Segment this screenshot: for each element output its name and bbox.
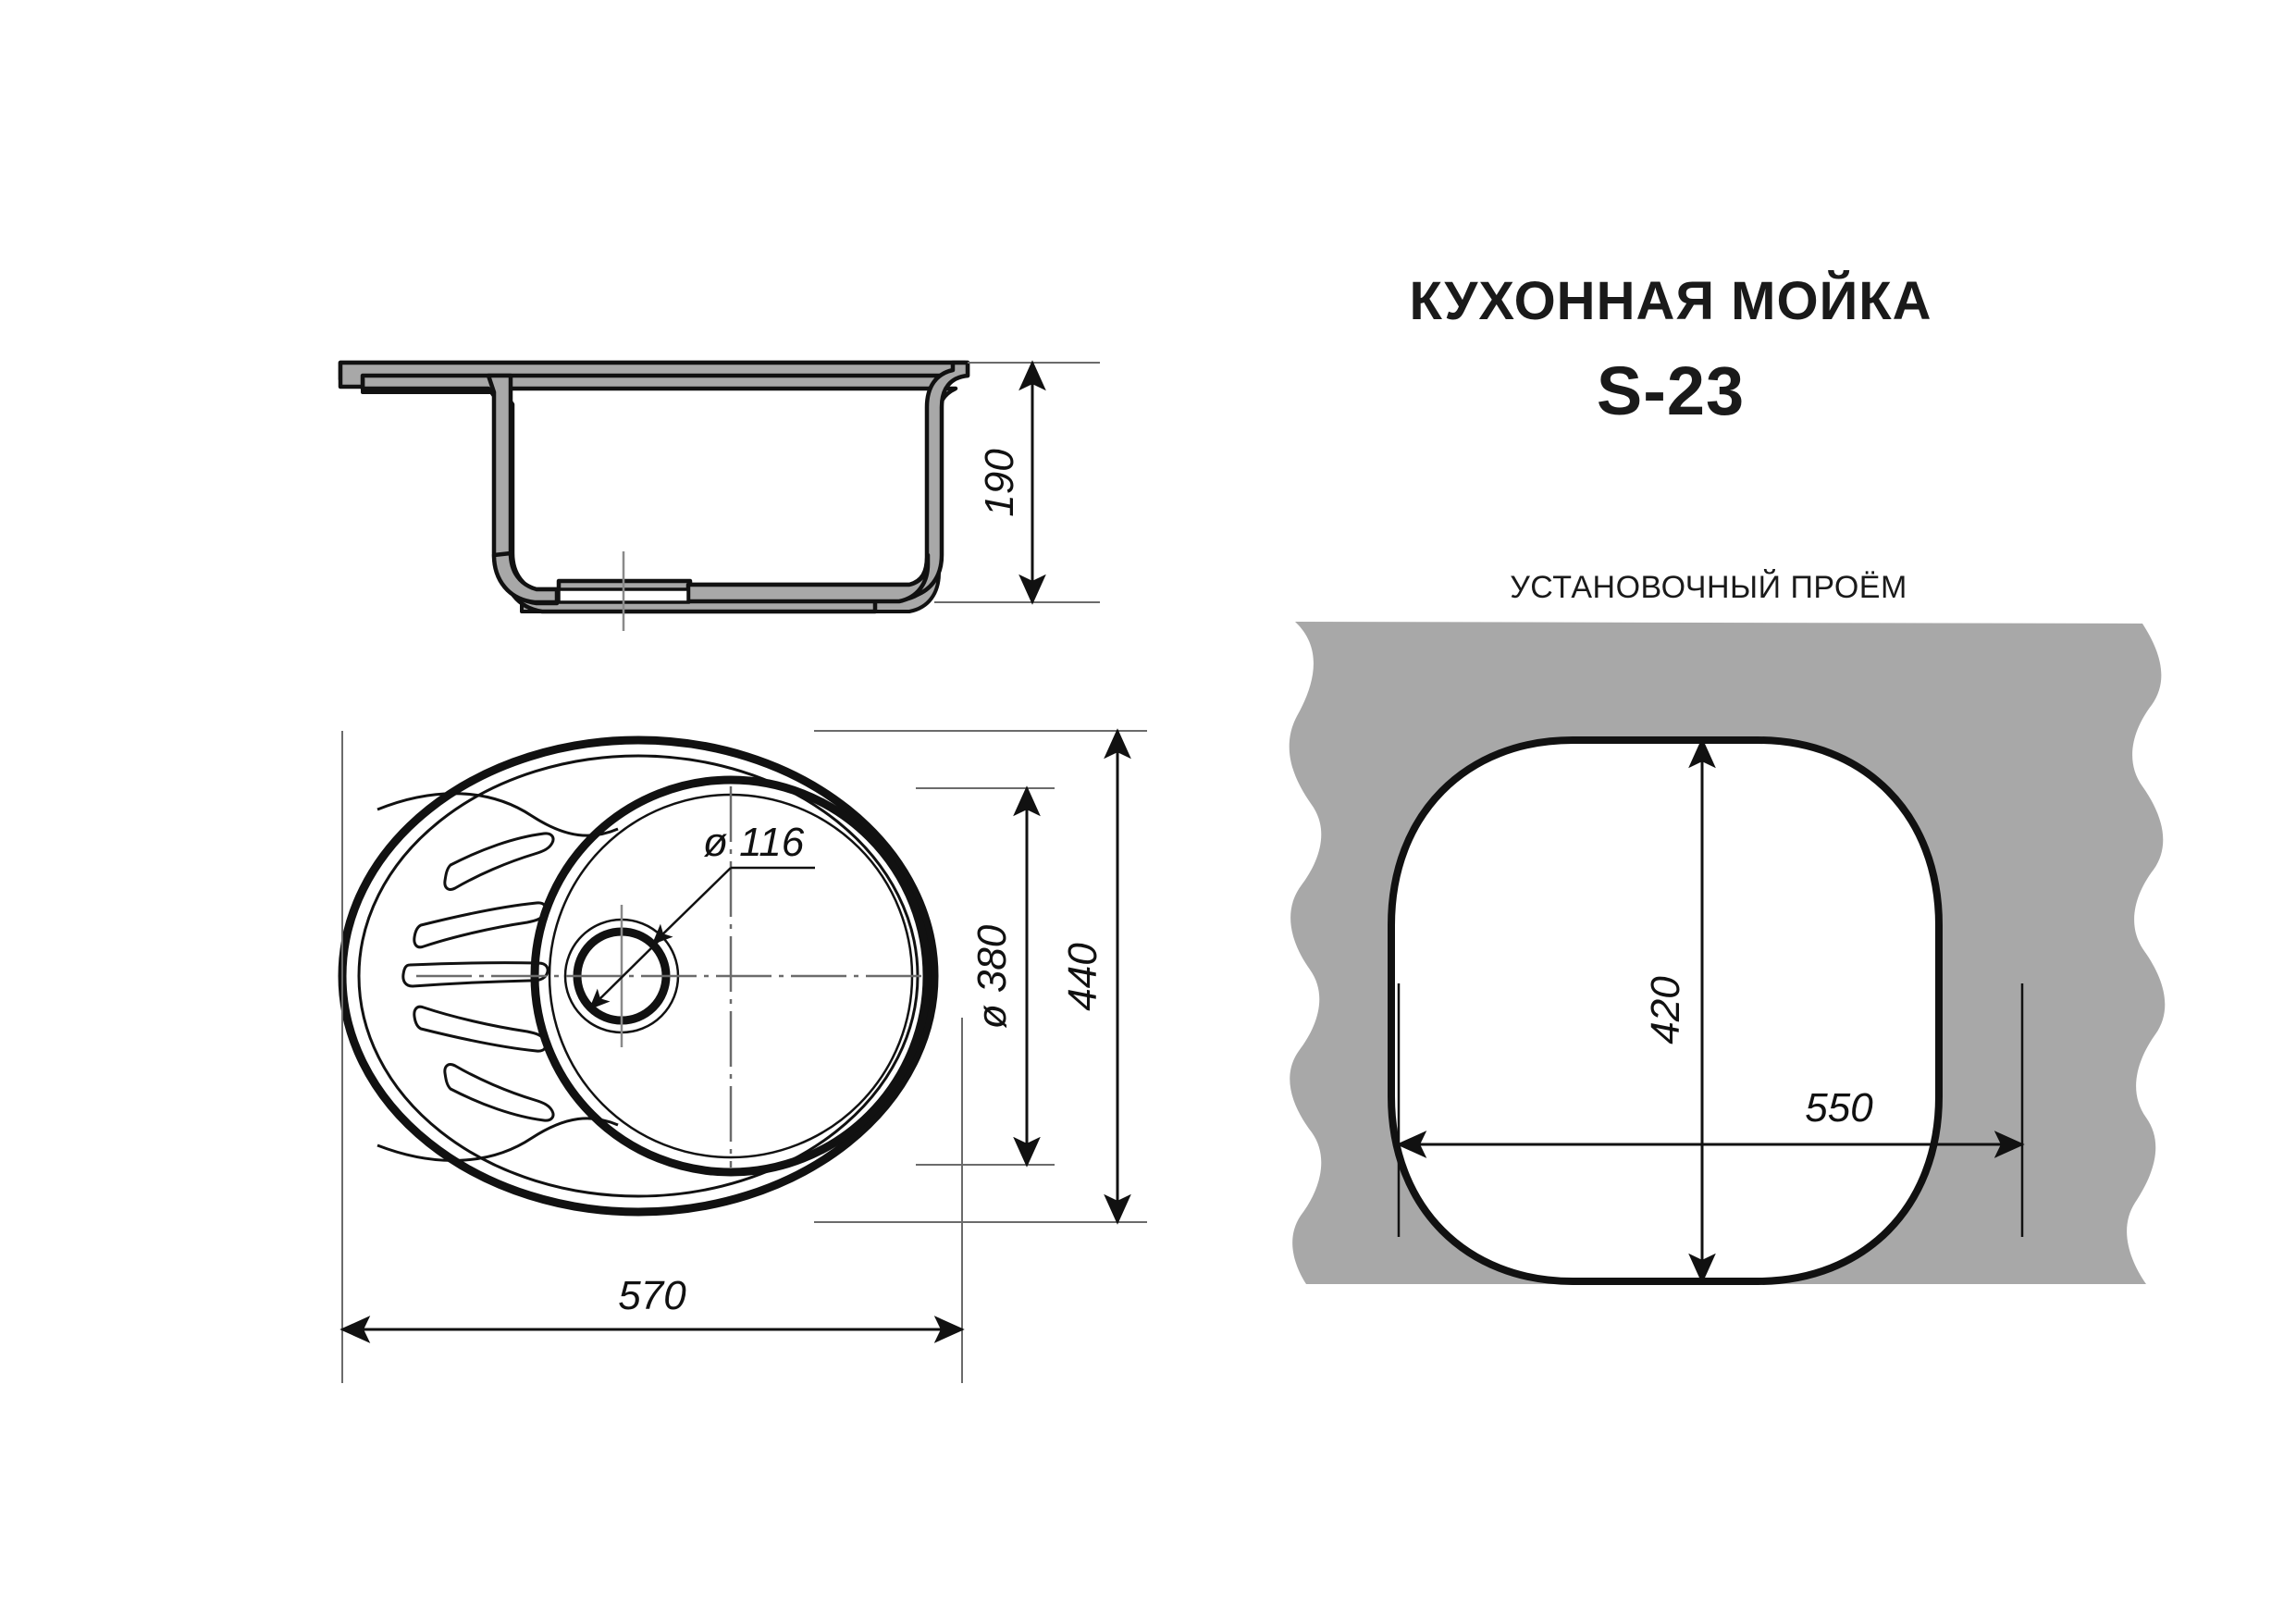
section-inner-cavity [499, 386, 958, 596]
drain-groove-1 [443, 832, 555, 891]
dim-label-570: 570 [618, 1273, 686, 1318]
leader-line-116 [651, 867, 732, 945]
page-title: КУХОННАЯ МОЙКА [1409, 271, 1932, 331]
section-bottom [491, 550, 560, 605]
dim-label-380: ø 380 [969, 924, 1015, 1029]
leader-line-116-b [588, 938, 661, 1010]
drain-groove-3 [401, 961, 549, 988]
top-view: ø 116 ø 380 440 570 [338, 728, 1147, 1383]
section-base-right [685, 552, 931, 604]
drain-grooves [401, 832, 555, 1122]
drain-groove-4 [413, 1005, 548, 1053]
drain-groove-2 [413, 901, 548, 949]
cutout-view: 420 550 [1289, 622, 2166, 1285]
section-view: 190 [338, 360, 1100, 631]
model-title: S-23 [1597, 352, 1745, 429]
drain-groove-5 [443, 1063, 555, 1122]
dim-label-420: 420 [1643, 976, 1688, 1044]
cutout-caption: УСТАНОВОЧНЫЙ ПРОЁМ [1510, 570, 1907, 605]
drain-board-curve-bottom [376, 1117, 619, 1162]
dim-label-440: 440 [1060, 943, 1105, 1011]
dim-label-116: ø 116 [703, 820, 805, 865]
dim-label-190: 190 [977, 449, 1022, 517]
dim-label-550: 550 [1805, 1085, 1873, 1131]
drain-board-curve-top [376, 792, 619, 837]
